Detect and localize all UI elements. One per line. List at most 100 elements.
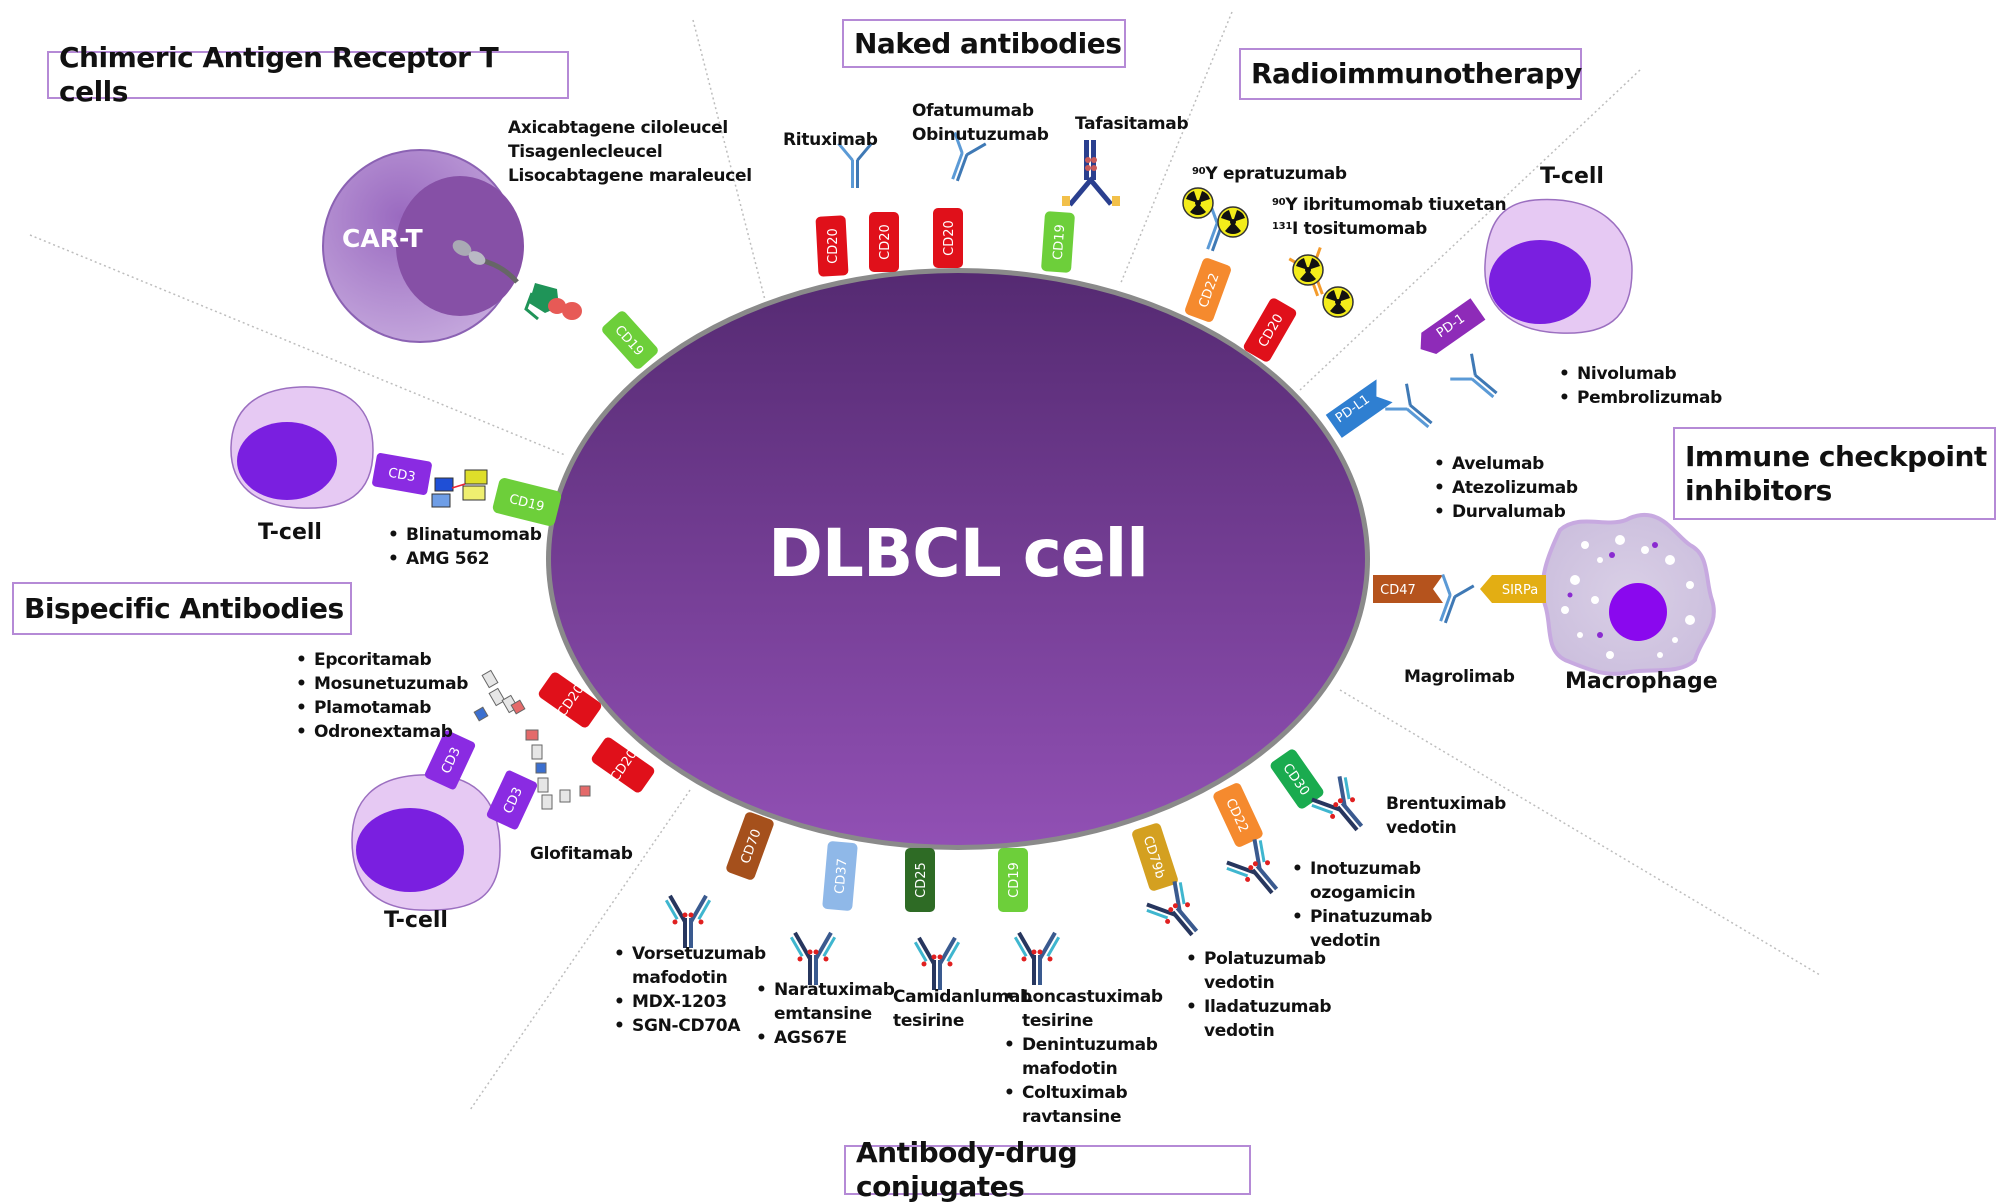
t-cell-left-upper [230, 386, 488, 509]
divider-line [29, 234, 566, 456]
macrophage-granules [1561, 535, 1695, 659]
receptor-cd79b [1132, 823, 1178, 891]
receptor-cd22-adc [1213, 783, 1263, 847]
drug-name: Lisocabtagene maraleucel [508, 166, 752, 186]
category-bispecific-title: Bispecific Antibodies [24, 591, 344, 625]
receptor-label-cd19: CD19 [1051, 224, 1068, 261]
receptor-cd20-bisp-2 [591, 737, 655, 793]
cd25-adc-drug-list: Camidanlumab tesirine [893, 985, 1032, 1033]
radioactive-icon [1292, 254, 1324, 286]
receptor-sirpa [1480, 575, 1546, 603]
drug-name-cont: mafodotin [632, 968, 728, 988]
receptor-cd22-radio [1185, 258, 1231, 322]
receptor-cd19-cart [602, 311, 658, 369]
receptor-cd20-2 [869, 212, 899, 272]
t-cell-right [1420, 198, 1633, 355]
cd20-bispecific-drug-list: Epcoritamab Mosunetuzumab Plamotamab Odr… [292, 648, 468, 744]
drug-name-cont: ravtansine [1022, 1107, 1122, 1127]
tafasitamab-antibody-icon [1062, 140, 1120, 207]
t-cell-right-label: T-cell [1540, 164, 1604, 189]
radioactive-icon [1217, 206, 1249, 238]
adc-antibody-icon [913, 936, 961, 990]
receptor-label-sirpa: SIRPa [1502, 583, 1538, 598]
isotope-superscript: 90 [1192, 166, 1206, 177]
receptor-cd25 [905, 848, 935, 912]
category-radio-title: Radioimmunotherapy [1251, 57, 1582, 91]
isotope-superscript: 131 [1272, 221, 1292, 232]
receptor-pdl1 [1325, 379, 1393, 438]
drug-name: Mosunetuzumab [292, 672, 468, 696]
blinatumomab-icon [431, 469, 488, 508]
t-cell-left-upper-label: T-cell [258, 520, 322, 545]
category-car-t: Chimeric Antigen Receptor T cells [47, 41, 569, 108]
drug-name: Iladatuzumab [1182, 995, 1332, 1019]
t-cell-left-lower [351, 730, 538, 911]
category-checkpoint-title-line1: Immune checkpoint [1685, 439, 1987, 473]
drug-name: Pembrolizumab [1555, 386, 1722, 410]
drug-name: MDX-1203 [610, 990, 766, 1014]
drug-name: Plamotamab [292, 696, 468, 720]
drug-name: Camidanlumab [893, 987, 1032, 1007]
drug-name: Polatuzumab [1182, 947, 1331, 971]
adc-antibody-icon [1222, 835, 1292, 906]
divider-line [1119, 11, 1233, 286]
drug-name: Y ibritumomab tiuxetan [1285, 195, 1507, 215]
receptor-cd20-1 [815, 215, 849, 277]
car-t-cell [322, 149, 582, 343]
drug-name: Epcoritamab [292, 648, 468, 672]
receptor-label-cd3: CD3 [387, 466, 417, 486]
drug-name-cont: ozogamicin [1310, 883, 1416, 903]
macrophage [1480, 512, 1716, 676]
drug-name: Denintuzumab [1000, 1033, 1163, 1057]
drug-name: Tisagenlecleucel [508, 142, 663, 162]
receptor-cd20-radio [1243, 298, 1297, 362]
antibody-icon [1383, 382, 1442, 439]
drug-name: Loncastuximab [1000, 985, 1163, 1009]
isotope-superscript: 90 [1272, 197, 1286, 208]
drug-name: Coltuximab [1000, 1081, 1163, 1105]
pd1-drug-list: Nivolumab Pembrolizumab [1555, 362, 1722, 410]
drug-name: Axicabtagene ciloleucel [508, 118, 728, 138]
cd22-adc-drug-list: Inotuzumab ozogamicin Pinatuzumab vedoti… [1288, 857, 1432, 953]
category-naked-antibodies: Naked antibodies [842, 19, 1126, 68]
drug-name: AMG 562 [384, 547, 542, 571]
drug-name-cont: emtansine [774, 1004, 872, 1024]
receptor-label-cd25: CD25 [914, 862, 929, 898]
category-radioimmunotherapy: Radioimmunotherapy [1239, 48, 1582, 100]
receptor-cd3-upper [372, 453, 432, 495]
receptor-cd20-3 [933, 208, 963, 268]
drug-name: Brentuximab [1386, 794, 1507, 814]
receptor-label-cd37: CD37 [832, 858, 850, 895]
drug-name: SGN-CD70A [610, 1014, 766, 1038]
cd19-adc-drug-list: Loncastuximab tesirine Denintuzumab mafo… [1000, 985, 1163, 1129]
drug-name: Durvalumab [1430, 500, 1578, 524]
drug-rituximab: Rituximab [783, 130, 878, 150]
receptor-label-cd19: CD19 [1007, 862, 1022, 898]
adc-antibody-icon [1013, 931, 1061, 985]
receptor-label-cd20: CD20 [942, 220, 957, 256]
radioactive-icon [1182, 187, 1214, 219]
drug-name: Naratuximab [752, 978, 895, 1002]
drug-name: Atezolizumab [1430, 476, 1578, 500]
drug-name: Y epratuzumab [1205, 164, 1347, 184]
receptor-cd19-naked [1041, 211, 1075, 273]
receptor-cd19-bisp [492, 478, 562, 526]
receptor-cd70 [726, 812, 774, 880]
t-cell-left-lower-label: T-cell [384, 908, 448, 933]
drug-name: AGS67E [752, 1026, 895, 1050]
car-t-label: CAR-T [342, 224, 423, 253]
drug-tafasitamab: Tafasitamab [1075, 114, 1189, 134]
macrophage-label: Macrophage [1565, 669, 1718, 694]
category-adc: Antibody-drug conjugates [844, 1136, 1251, 1203]
bispecific-antibody-icon [473, 669, 591, 810]
receptor-label-cd20: CD20 [878, 224, 893, 260]
receptor-cd20-bisp-1 [538, 672, 602, 728]
drug-name: Pinatuzumab [1288, 905, 1432, 929]
radioactive-icon [1322, 286, 1354, 318]
drug-name-cont: tesirine [893, 1011, 965, 1031]
category-car-t-title: Chimeric Antigen Receptor T cells [59, 41, 499, 108]
drug-obinutuzumab: Obinutuzumab [912, 125, 1049, 145]
receptor-pd1 [1420, 298, 1486, 355]
